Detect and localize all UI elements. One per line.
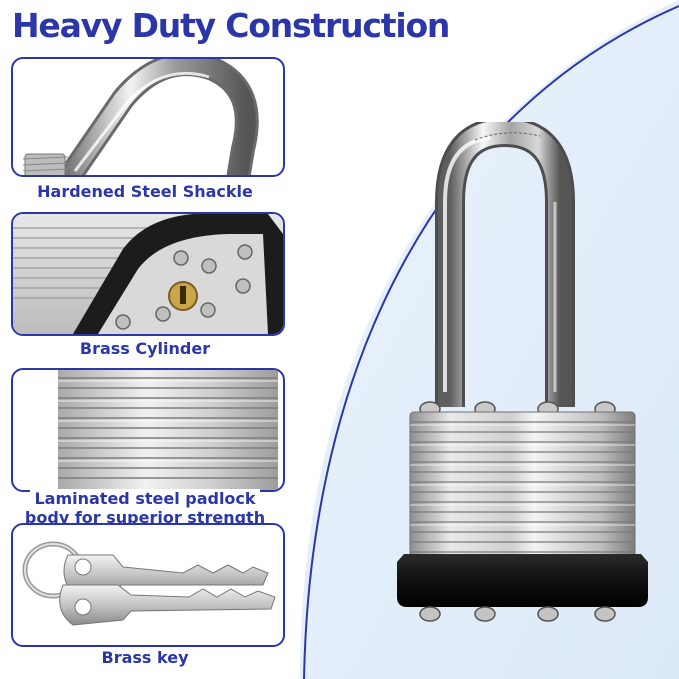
laminated-body-closeup-image: [58, 370, 278, 490]
keys-on-ring-image: [22, 541, 276, 626]
padlock-product-image: [397, 122, 648, 622]
feature-panel-shackle: [11, 57, 285, 177]
feature-caption-shackle: Hardened Steel Shackle: [0, 182, 290, 201]
cylinder-closeup-image: [13, 214, 283, 334]
caption-line-2: body for superior strength: [20, 508, 270, 527]
shackle-closeup-image: [22, 59, 259, 175]
feature-panel-laminated-body: [11, 368, 285, 492]
feature-caption-cylinder: Brass Cylinder: [0, 339, 290, 358]
page-title: Heavy Duty Construction: [12, 6, 450, 45]
feature-caption-keys: Brass key: [0, 648, 290, 667]
feature-panel-cylinder: [11, 212, 285, 336]
feature-panel-keys: [11, 523, 285, 647]
caption-line-1: Laminated steel padlock: [30, 489, 260, 508]
feature-caption-laminated-body: Laminated steel padlock body for superio…: [0, 489, 290, 527]
